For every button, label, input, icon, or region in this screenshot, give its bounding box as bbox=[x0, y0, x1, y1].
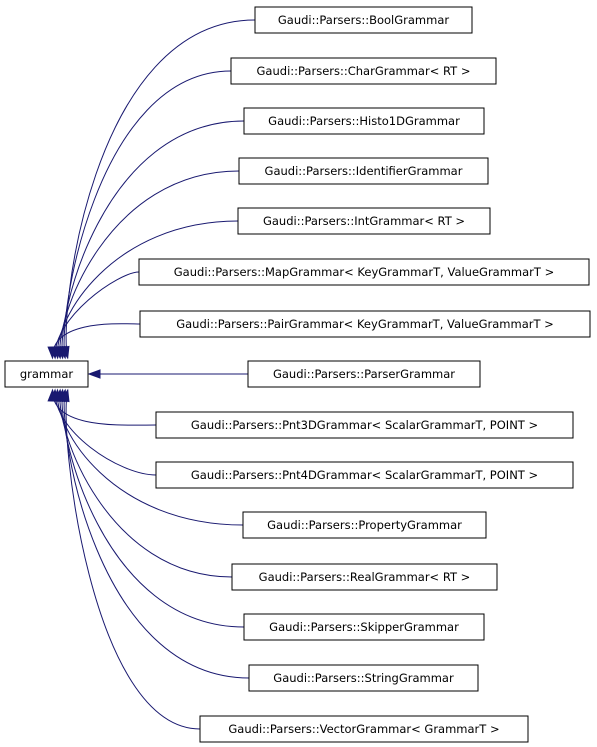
class-node-box bbox=[238, 157, 489, 185]
class-node-vector[interactable]: Gaudi::Parsers::VectorGrammar< GrammarT … bbox=[199, 715, 529, 743]
class-node-label: Gaudi::Parsers::MapGrammar< KeyGrammarT,… bbox=[174, 265, 554, 279]
class-node-label: Gaudi::Parsers::ParserGrammar bbox=[273, 367, 455, 381]
class-nodes: grammar Gaudi::Parsers::BoolGrammarGaudi… bbox=[4, 6, 591, 743]
inheritance-edge-char bbox=[63, 70, 232, 359]
class-node-box bbox=[247, 360, 481, 388]
class-node-label: Gaudi::Parsers::Pnt4DGrammar< ScalarGram… bbox=[191, 468, 538, 482]
class-node-bool[interactable]: Gaudi::Parsers::BoolGrammar bbox=[254, 6, 473, 34]
inheritance-edge-pnt4d bbox=[54, 389, 157, 476]
class-node-label: Gaudi::Parsers::Pnt3DGrammar< ScalarGram… bbox=[191, 418, 538, 432]
class-node-box bbox=[139, 310, 591, 338]
class-node-string[interactable]: Gaudi::Parsers::StringGrammar bbox=[248, 664, 479, 692]
class-node-box bbox=[155, 411, 574, 439]
class-node-label: Gaudi::Parsers::IntGrammar< RT > bbox=[263, 214, 465, 228]
class-node-box bbox=[242, 511, 487, 539]
class-node-box bbox=[237, 207, 491, 235]
inheritance-edge-bool bbox=[65, 19, 256, 359]
class-node-label: Gaudi::Parsers::IdentifierGrammar bbox=[265, 164, 463, 178]
class-node-skipper[interactable]: Gaudi::Parsers::SkipperGrammar bbox=[243, 613, 485, 641]
inheritance-edge-skipper bbox=[61, 389, 245, 628]
class-node-box bbox=[243, 613, 485, 641]
class-node-box bbox=[199, 715, 529, 743]
class-node-label: Gaudi::Parsers::Histo1DGrammar bbox=[268, 114, 460, 128]
base-class-label: grammar bbox=[20, 367, 74, 381]
class-node-label: Gaudi::Parsers::VectorGrammar< GrammarT … bbox=[228, 722, 499, 736]
class-node-property[interactable]: Gaudi::Parsers::PropertyGrammar bbox=[242, 511, 487, 539]
inheritance-edge-property bbox=[56, 389, 244, 526]
class-node-char[interactable]: Gaudi::Parsers::CharGrammar< RT > bbox=[230, 57, 497, 85]
class-node-box bbox=[243, 107, 485, 135]
arrowhead-vector bbox=[60, 388, 70, 403]
base-class-node[interactable]: grammar bbox=[4, 360, 89, 388]
inheritance-edge-vector bbox=[65, 389, 201, 730]
inheritance-edge-real bbox=[59, 389, 233, 578]
class-node-label: Gaudi::Parsers::SkipperGrammar bbox=[269, 620, 459, 634]
base-class-box bbox=[4, 360, 89, 388]
class-node-label: Gaudi::Parsers::PropertyGrammar bbox=[267, 518, 462, 532]
inheritance-edge-pnt3d bbox=[52, 389, 157, 426]
class-node-pair[interactable]: Gaudi::Parsers::PairGrammar< KeyGrammarT… bbox=[139, 310, 591, 338]
class-node-box bbox=[254, 6, 473, 34]
inheritance-edges bbox=[47, 19, 256, 730]
class-node-real[interactable]: Gaudi::Parsers::RealGrammar< RT > bbox=[231, 563, 498, 591]
class-node-int[interactable]: Gaudi::Parsers::IntGrammar< RT > bbox=[237, 207, 491, 235]
class-node-box bbox=[230, 57, 497, 85]
class-node-identifier[interactable]: Gaudi::Parsers::IdentifierGrammar bbox=[238, 157, 489, 185]
arrowhead-parser bbox=[87, 369, 101, 379]
inheritance-edge-histo1d bbox=[61, 120, 245, 359]
inheritance-edge-map bbox=[54, 271, 140, 359]
class-node-parser[interactable]: Gaudi::Parsers::ParserGrammar bbox=[247, 360, 481, 388]
class-node-map[interactable]: Gaudi::Parsers::MapGrammar< KeyGrammarT,… bbox=[138, 258, 590, 286]
class-node-label: Gaudi::Parsers::RealGrammar< RT > bbox=[259, 570, 471, 584]
class-node-label: Gaudi::Parsers::StringGrammar bbox=[273, 671, 454, 685]
inheritance-edge-string bbox=[63, 389, 250, 679]
class-node-pnt4d[interactable]: Gaudi::Parsers::Pnt4DGrammar< ScalarGram… bbox=[155, 461, 574, 489]
class-node-box bbox=[231, 563, 498, 591]
class-node-box bbox=[248, 664, 479, 692]
class-node-histo1d[interactable]: Gaudi::Parsers::Histo1DGrammar bbox=[243, 107, 485, 135]
class-node-pnt3d[interactable]: Gaudi::Parsers::Pnt3DGrammar< ScalarGram… bbox=[155, 411, 574, 439]
inheritance-edge-int bbox=[57, 220, 239, 359]
class-node-box bbox=[155, 461, 574, 489]
class-node-box bbox=[138, 258, 590, 286]
arrowhead-pair bbox=[47, 346, 57, 360]
class-node-label: Gaudi::Parsers::CharGrammar< RT > bbox=[257, 64, 471, 78]
class-node-label: Gaudi::Parsers::BoolGrammar bbox=[278, 13, 450, 27]
class-node-label: Gaudi::Parsers::PairGrammar< KeyGrammarT… bbox=[176, 317, 554, 331]
